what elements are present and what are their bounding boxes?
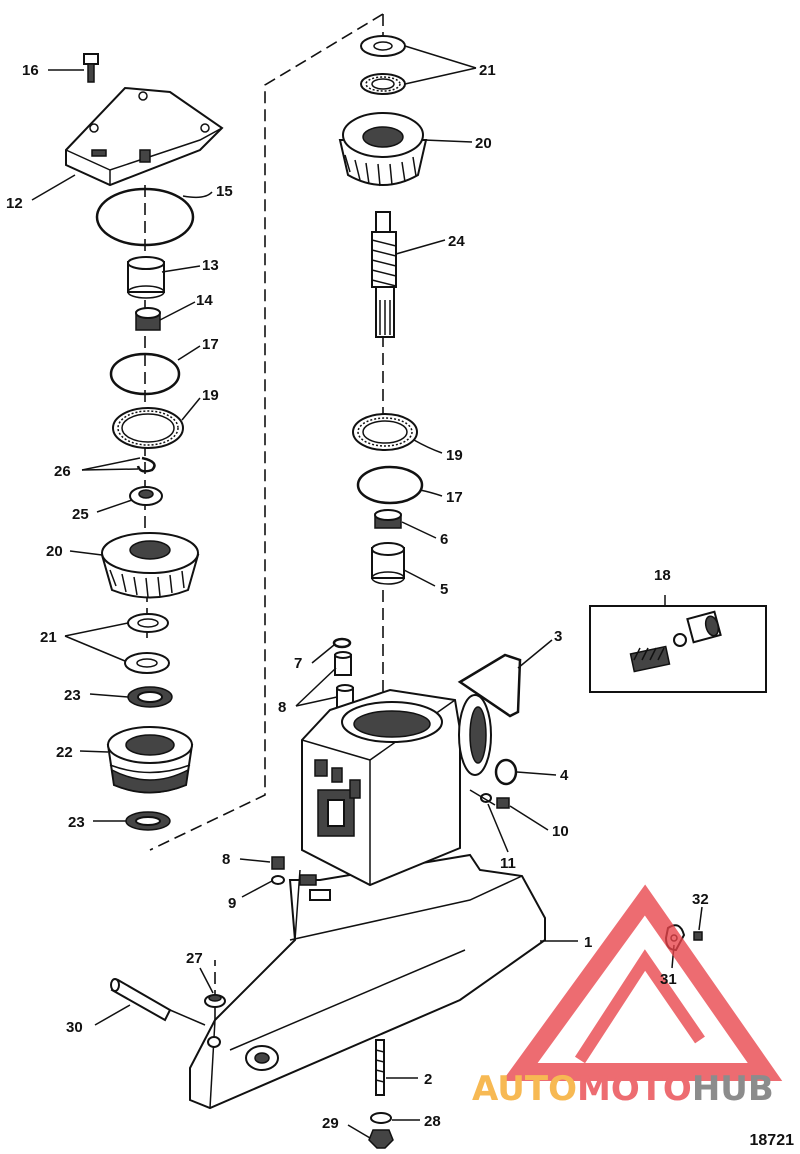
callout-21-right: 21	[479, 62, 496, 79]
part-24-pinion-shaft	[371, 211, 397, 338]
part-4-o-ring	[494, 758, 518, 786]
callout-29: 29	[322, 1115, 339, 1132]
callout-8-lower: 8	[222, 851, 230, 868]
part-17-shim-right	[356, 465, 424, 505]
callout-16: 16	[22, 62, 39, 79]
callout-28: 28	[424, 1113, 441, 1130]
part-17-shim	[109, 352, 181, 396]
diagram-reference-number: 18721	[749, 1132, 795, 1149]
callout-30: 30	[66, 1019, 83, 1036]
callout-1: 1	[584, 934, 592, 951]
callout-17-right: 17	[446, 489, 463, 506]
part-2-stud	[375, 1039, 385, 1096]
part-23-shim-upper	[127, 686, 173, 708]
callout-4: 4	[560, 767, 569, 784]
callout-2: 2	[424, 1071, 432, 1088]
part-22-bearing-carrier	[106, 726, 194, 794]
callout-5: 5	[440, 581, 448, 598]
callout-labels: 16 12 15 13 14 17 19 26 25 20 21 23 22 2…	[6, 62, 709, 1132]
callout-24: 24	[448, 233, 465, 250]
callout-20-left: 20	[46, 543, 63, 560]
part-10-11-screw-washer	[469, 789, 510, 809]
svg-text:AUTOMOTOHUB: AUTOMOTOHUB	[472, 1069, 774, 1109]
automotohub-watermark-logo: AUTOMOTOHUB	[472, 884, 783, 1109]
part-6-bearing	[374, 509, 402, 529]
part-1-gear-housing	[189, 688, 546, 1110]
callout-10: 10	[552, 823, 569, 840]
callout-15: 15	[216, 183, 233, 200]
part-5-bearing-race	[371, 542, 405, 585]
callout-11: 11	[500, 855, 516, 872]
part-25-bushing	[129, 486, 163, 506]
callout-9: 9	[228, 895, 236, 912]
part-13-bearing-race	[127, 256, 165, 299]
part-15-o-ring	[95, 187, 195, 247]
part-12-cover	[65, 86, 224, 187]
part-19-thrust-bearing-right	[352, 413, 418, 451]
callout-7: 7	[294, 655, 302, 672]
callout-23-upper: 23	[64, 687, 81, 704]
callout-17-left: 17	[202, 336, 219, 353]
callout-21-left: 21	[40, 629, 57, 646]
callout-26: 26	[54, 463, 71, 480]
part-21-washers-left	[124, 613, 170, 674]
watermark-auto: AUTO	[472, 1069, 577, 1109]
part-27-cap	[204, 994, 226, 1008]
callout-12: 12	[6, 195, 23, 212]
part-7-o-ring	[332, 637, 352, 649]
part-20-gear-right	[338, 112, 428, 187]
part-3-gasket	[457, 653, 522, 718]
part-16-bolt	[83, 53, 99, 83]
callout-23-lower: 23	[68, 814, 85, 831]
callout-8-upper: 8	[278, 699, 286, 716]
callout-18: 18	[654, 567, 671, 584]
watermark-hub: HUB	[692, 1069, 774, 1109]
callout-20-right: 20	[475, 135, 492, 152]
callout-3: 3	[554, 628, 562, 645]
part-20-gear-left	[100, 532, 200, 599]
part-8-dowels	[334, 651, 354, 709]
callout-32: 32	[692, 891, 709, 908]
part-28-29-washer-nut	[368, 1112, 394, 1149]
part-21-washers-right	[360, 35, 406, 95]
callout-27: 27	[186, 950, 203, 967]
part-14-bearing	[135, 307, 161, 331]
leader-lines	[31, 45, 703, 1139]
callout-19-right: 19	[446, 447, 463, 464]
callout-14: 14	[196, 292, 213, 309]
part-18-inset-box	[589, 595, 767, 693]
part-30-pin	[110, 978, 206, 1026]
watermark-moto: MOTO	[577, 1069, 692, 1109]
part-23-shim-lower	[125, 811, 171, 831]
part-19-thrust-bearing	[112, 407, 184, 449]
callout-19-left: 19	[202, 387, 219, 404]
part-8-9-lower	[271, 856, 285, 885]
callout-13: 13	[202, 257, 219, 274]
callout-31: 31	[660, 971, 677, 988]
callout-6: 6	[440, 531, 448, 548]
callout-25: 25	[72, 506, 89, 523]
callout-22: 22	[56, 744, 73, 761]
part-26-retaining-ring	[136, 456, 156, 473]
